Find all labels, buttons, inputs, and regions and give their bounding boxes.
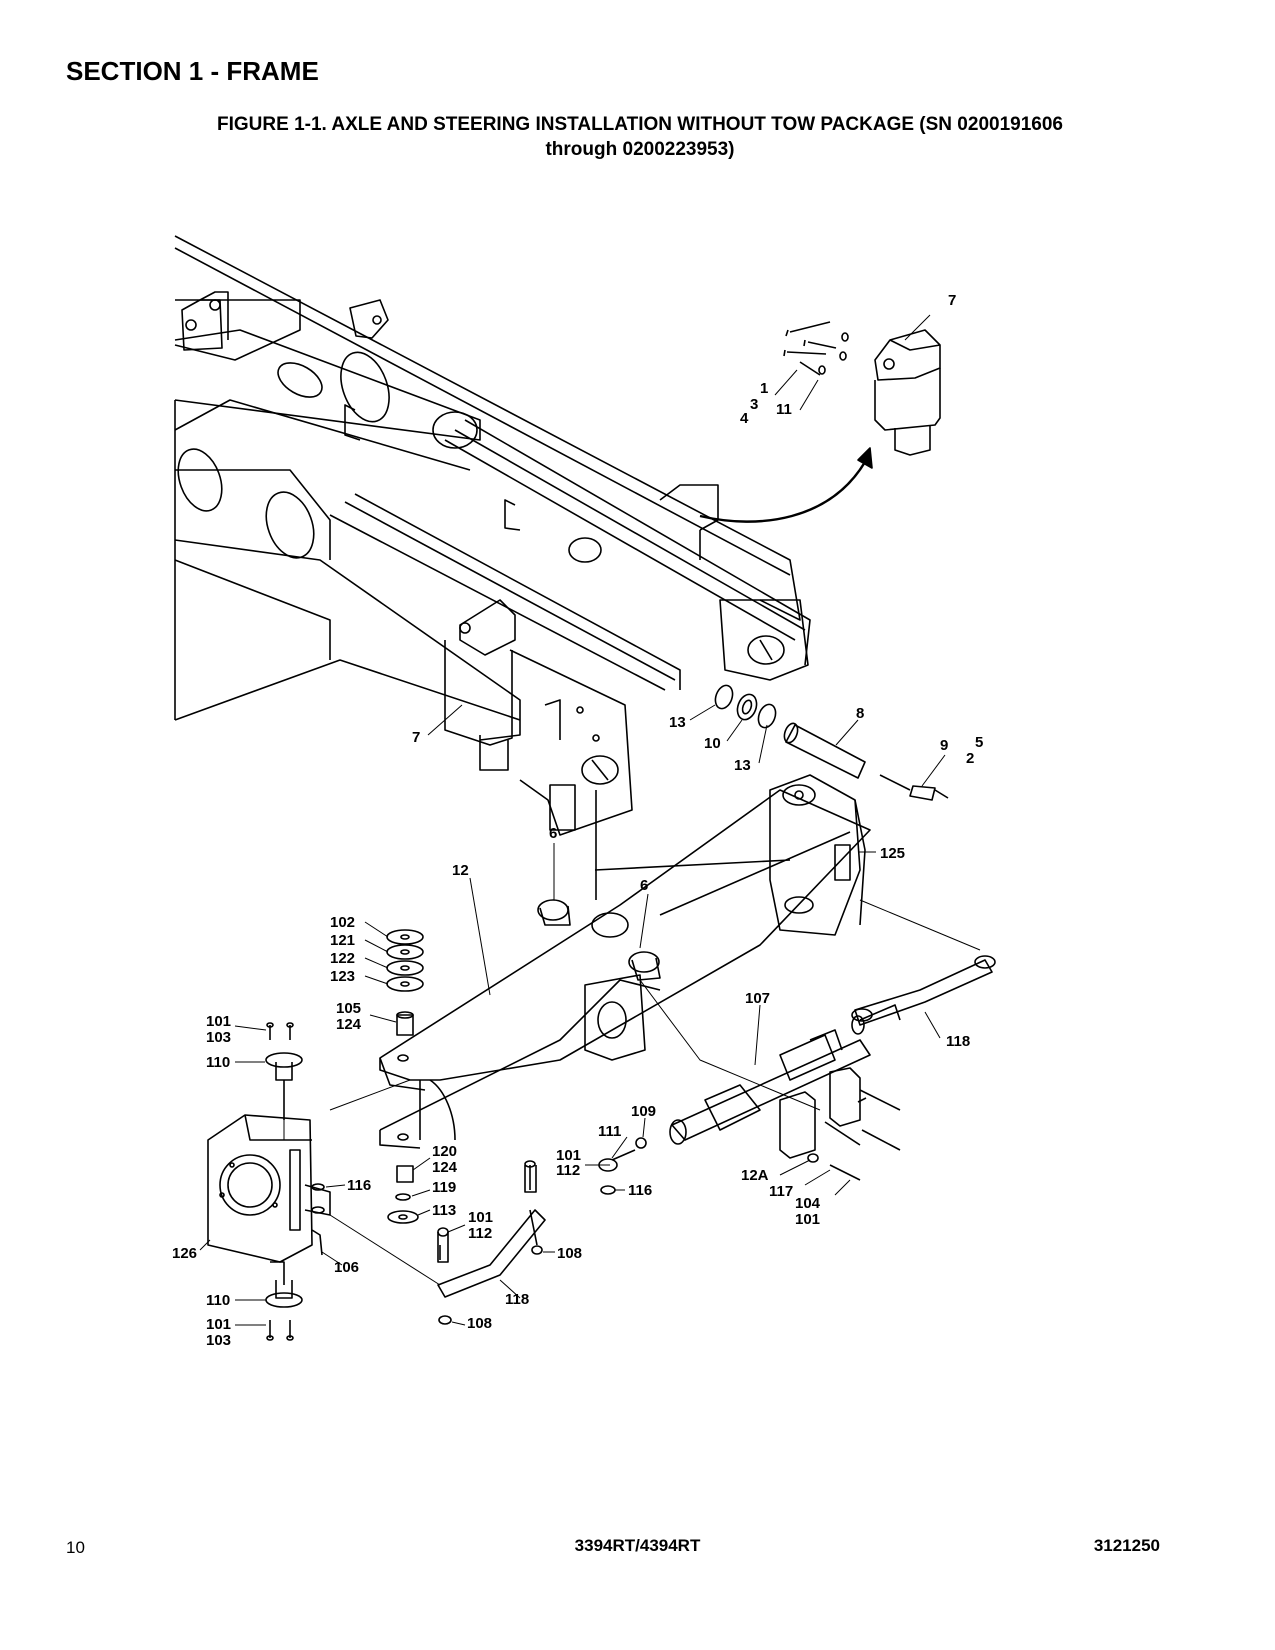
callout-6-left: 6 [549, 825, 557, 842]
kingpin-stack [386, 929, 424, 1224]
rod-end [598, 1137, 647, 1195]
document-number: 3121250 [1093, 1536, 1160, 1555]
figure-title-line2: through 0200223953) [545, 139, 735, 160]
tie-rod-left [437, 1160, 546, 1325]
steering-cylinder [669, 1004, 901, 1145]
callout-117: 117 [769, 1183, 793, 1200]
model-number: 3394RT/4394RT [574, 1536, 701, 1555]
callout-103-top: 103 [206, 1029, 231, 1046]
callout-121: 121 [330, 932, 355, 949]
frame-oscillating-cylinder [444, 599, 516, 771]
callout-108-upper: 108 [557, 1245, 582, 1262]
callout-110-bottom: 110 [206, 1292, 230, 1309]
callout-124-bottom: 124 [432, 1159, 458, 1176]
lower-hub [265, 1280, 303, 1341]
callout-1: 1 [760, 380, 768, 397]
frame-assembly [174, 235, 811, 836]
curved-arrow [699, 447, 873, 523]
callout-104: 104 [795, 1195, 821, 1212]
callout-119: 119 [432, 1179, 456, 1196]
callout-4: 4 [740, 410, 749, 427]
callout-101-rodend: 101 [556, 1147, 581, 1164]
upper-hub [265, 1022, 303, 1285]
leader-lines [199, 314, 981, 1326]
page-number: 10 [66, 1538, 85, 1557]
callout-13-right: 13 [734, 757, 751, 774]
steer-axle [379, 774, 871, 1149]
callout-101-top: 101 [206, 1013, 231, 1030]
callout-101-lower: 101 [468, 1209, 493, 1226]
callout-7-frame: 7 [412, 729, 420, 746]
callout-5: 5 [975, 734, 983, 751]
callout-120: 120 [432, 1143, 457, 1160]
mounting-bolts [783, 321, 849, 376]
callout-122: 122 [330, 950, 355, 967]
tie-rod-right [851, 955, 996, 1026]
callout-108-lower: 108 [467, 1315, 492, 1332]
callout-124-top: 124 [336, 1016, 362, 1033]
clamp-blocks [779, 1067, 901, 1181]
callout-107: 107 [745, 990, 770, 1007]
callout-111: 111 [598, 1123, 621, 1140]
callout-116-left: 116 [347, 1177, 371, 1194]
callout-112-lower: 112 [468, 1225, 492, 1242]
callout-102: 102 [330, 914, 355, 931]
figure-title: FIGURE 1-1. AXLE AND STEERING INSTALLATI… [70, 112, 1210, 162]
pin-washers [714, 684, 777, 729]
callout-118-right: 118 [946, 1033, 970, 1050]
callout-7-top: 7 [948, 292, 956, 309]
callout-103-bottom: 103 [206, 1332, 231, 1349]
callout-113: 113 [432, 1202, 456, 1219]
figure-title-line1: FIGURE 1-1. AXLE AND STEERING INSTALLATI… [217, 114, 1063, 135]
steering-knuckle [207, 1114, 331, 1263]
callout-112-rodend: 112 [556, 1162, 580, 1179]
callout-123: 123 [330, 968, 355, 985]
callout-10: 10 [704, 735, 721, 752]
callout-105: 105 [336, 1000, 361, 1017]
callout-126: 126 [172, 1245, 197, 1262]
callout-3: 3 [750, 396, 758, 413]
callout-12A: 12A [741, 1167, 769, 1184]
callout-101-bottom: 101 [206, 1316, 231, 1333]
callout-11: 11 [776, 401, 792, 418]
axle-pin [783, 722, 949, 801]
callout-109: 109 [631, 1103, 656, 1120]
callout-12: 12 [452, 862, 469, 879]
section-title: SECTION 1 - FRAME [66, 56, 319, 86]
callout-125: 125 [880, 845, 905, 862]
callout-118-left: 118 [505, 1291, 529, 1308]
callout-110-top: 110 [206, 1054, 230, 1071]
callout-6-right: 6 [640, 877, 648, 894]
detached-cylinder [874, 329, 941, 456]
callout-101-clamp: 101 [795, 1211, 820, 1228]
callout-106: 106 [334, 1259, 359, 1276]
callout-116-right: 116 [628, 1182, 652, 1199]
callout-13-left: 13 [669, 714, 686, 731]
callout-2: 2 [966, 750, 974, 767]
callout-9: 9 [940, 737, 948, 754]
callout-8: 8 [856, 705, 864, 722]
